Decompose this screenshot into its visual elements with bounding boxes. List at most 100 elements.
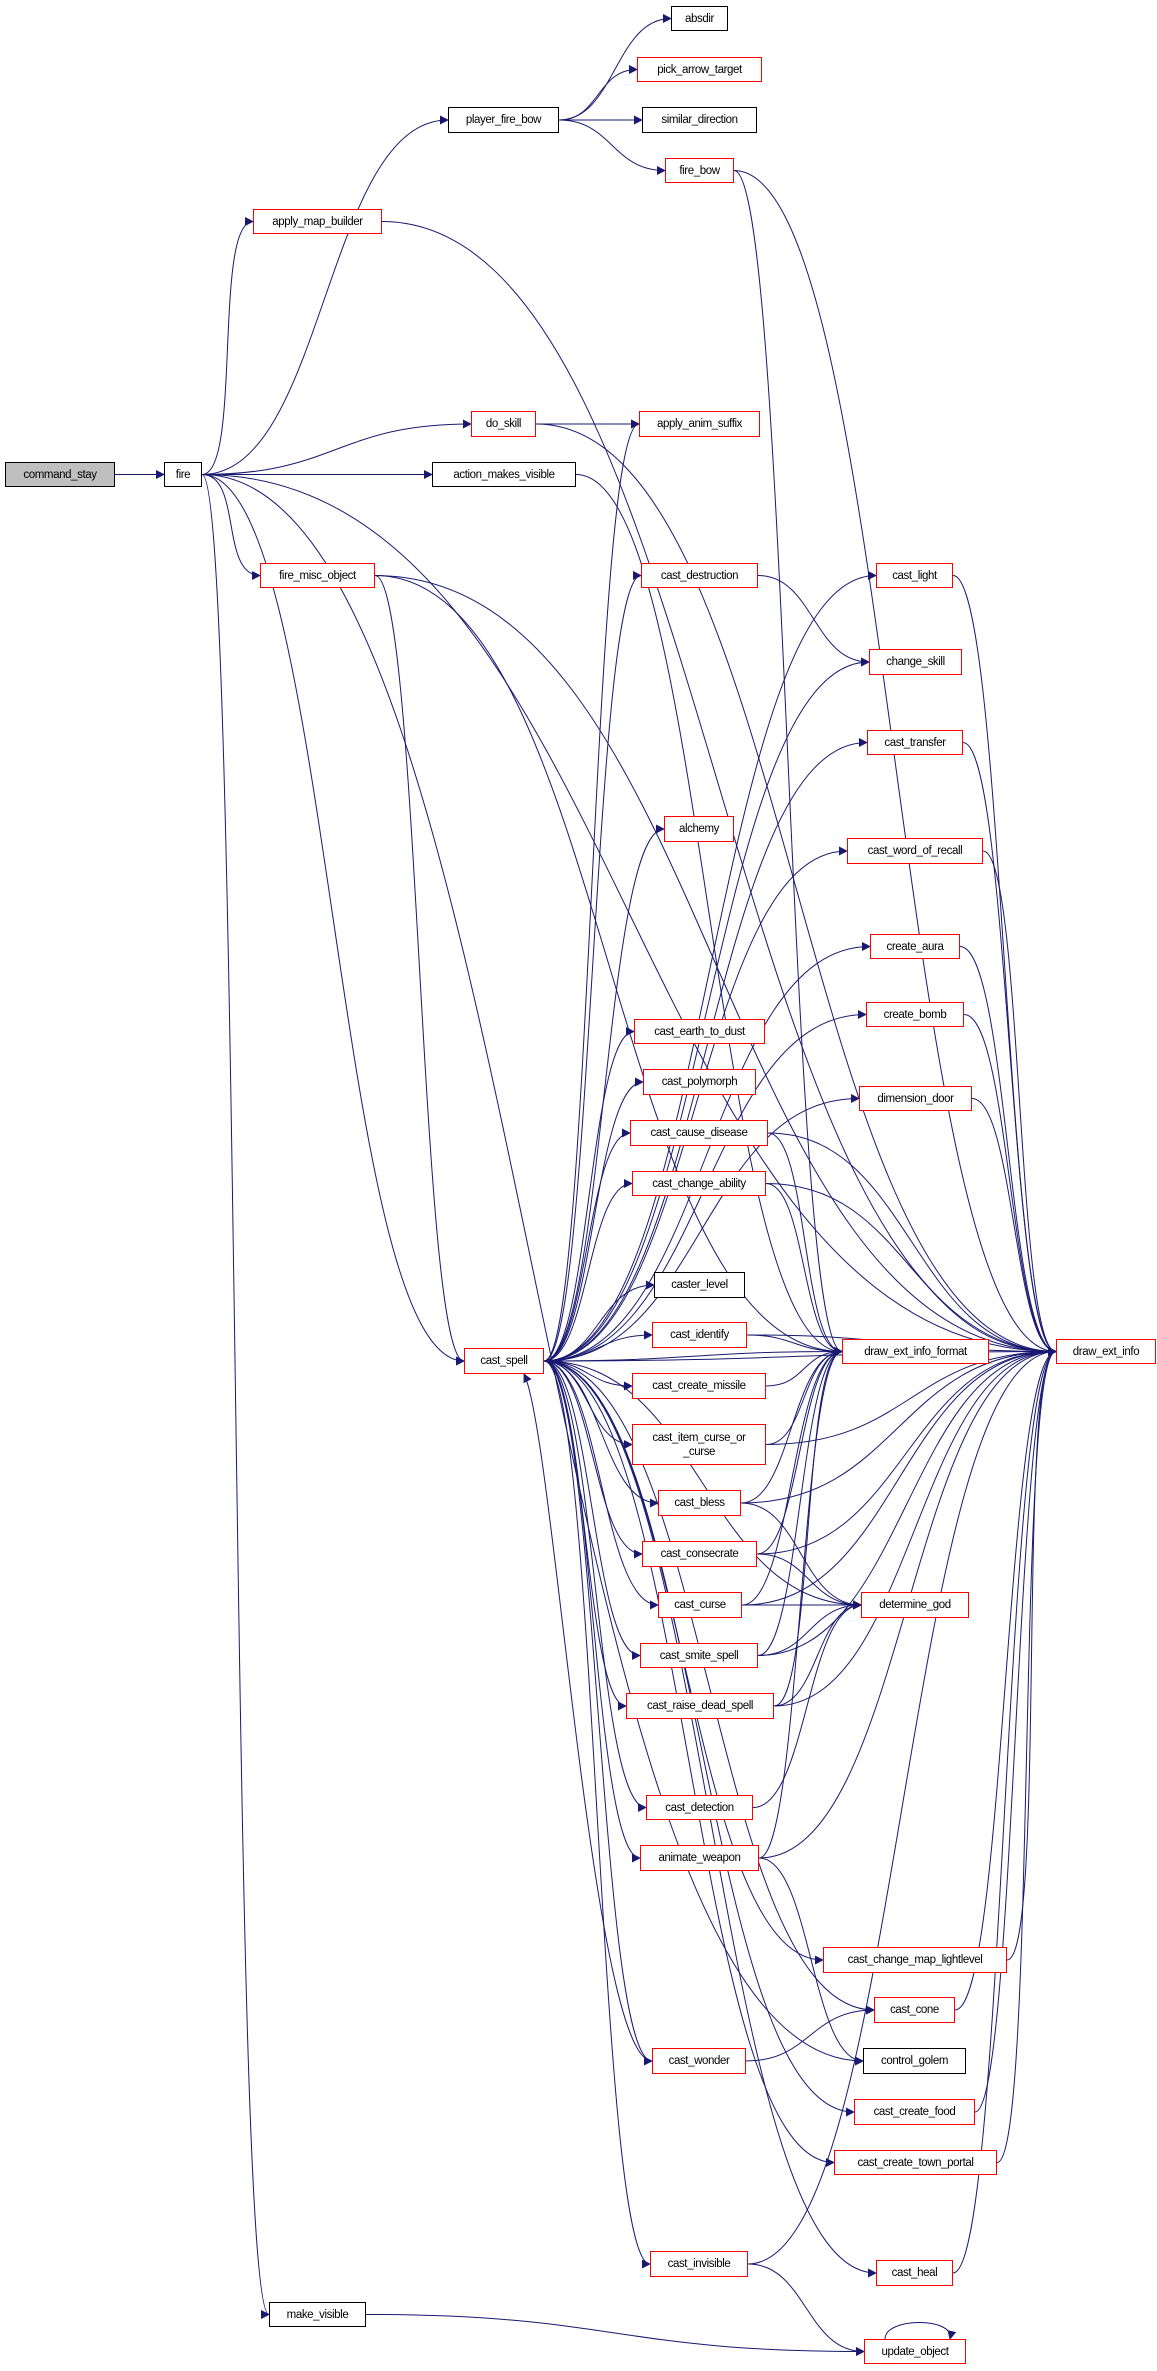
node-control-golem[interactable]: control_golem (863, 2048, 966, 2074)
node-cast-curse[interactable]: cast_curse (658, 1592, 742, 1618)
node-pick-arrow-target[interactable]: pick_arrow_target (637, 57, 762, 82)
node-caster-level[interactable]: caster_level (654, 1272, 745, 1298)
node-label: absdir (685, 12, 714, 25)
edge-cast_consecrate-to-draw_ext_info (756, 1347, 1057, 1555)
edge-cast_word_of_recall-to-draw_ext_info (982, 850, 1057, 1356)
node-label: fire_misc_object (279, 569, 356, 582)
node-apply-map-builder[interactable]: apply_map_builder (253, 209, 382, 234)
node-update-object[interactable]: update_object (864, 2339, 966, 2364)
node-label: apply_anim_suffix (656, 418, 743, 430)
node-cast-create-missile[interactable]: cast_create_missile (632, 1373, 766, 1399)
node-dimension-door[interactable]: dimension_door (859, 1086, 972, 1111)
node-cast-cause-disease[interactable]: cast_cause_disease (630, 1120, 768, 1146)
edge-cast_spell-to-caster_level (543, 1280, 655, 1362)
node-cast-light[interactable]: cast_light (876, 563, 953, 588)
node-cast-wonder[interactable]: cast_wonder (652, 2048, 746, 2074)
node-change-skill[interactable]: change_skill (869, 649, 962, 675)
edge-fire-to-do_skill (201, 419, 472, 475)
node-label: cast_invisible (667, 2258, 731, 2270)
edge-cast_bless-to-determine_god (740, 1502, 862, 1610)
edge-cast_raise_dead_spell-to-determine_god (773, 1600, 862, 1707)
node-player-fire-bow[interactable]: player_fire_bow (448, 107, 559, 133)
node-cast-transfer[interactable]: cast_transfer (867, 730, 963, 755)
node-fire-misc-object[interactable]: fire_misc_object (260, 563, 375, 588)
node-determine-god[interactable]: determine_god (861, 1592, 969, 1618)
node-cast-change-ability[interactable]: cast_change_ability (632, 1171, 766, 1196)
node-make-visible[interactable]: make_visible (269, 2302, 366, 2327)
edge-cast_raise_dead_spell-to-draw_ext_info (773, 1347, 1057, 1707)
node-cast-cone[interactable]: cast_cone (874, 1997, 955, 2023)
node-label: cast_identify (670, 1329, 729, 1341)
node-label: cast_smite_spell (659, 1649, 739, 1662)
node-cast-spell[interactable]: cast_spell (464, 1348, 544, 1374)
node-cast-smite-spell[interactable]: cast_smite_spell (640, 1643, 758, 1668)
edge-fire_misc_object-to-draw_ext_info (374, 575, 1057, 1356)
node-fire[interactable]: fire (164, 462, 202, 487)
edge-cast_spell-to-cast_smite_spell (543, 1360, 641, 1660)
node-cast-identify[interactable]: cast_identify (652, 1322, 747, 1348)
node-cast-item-curse-or-curse[interactable]: cast_item_curse_or_curse (632, 1424, 766, 1465)
node-apply-anim-suffix[interactable]: apply_anim_suffix (639, 411, 760, 437)
node-label: player_fire_bow (465, 114, 542, 126)
node-label-line2: _curse (682, 1445, 716, 1458)
node-label: create_bomb (883, 1008, 947, 1021)
node-cast-invisible[interactable]: cast_invisible (650, 2251, 748, 2277)
edge-cast_detection-to-determine_god (752, 1600, 862, 1808)
node-similar-direction[interactable]: similar_direction (642, 107, 757, 133)
edge-cast_curse-to-draw_ext_info (741, 1347, 1057, 1606)
node-label: cast_earth_to_dust (654, 1025, 745, 1038)
node-label: cast_change_map_lightlevel (847, 1954, 983, 1966)
edge-cast_spell-to-cast_word_of_recall (543, 846, 848, 1362)
node-alchemy[interactable]: alchemy (664, 816, 734, 842)
node-label: cast_polymorph (661, 1076, 738, 1088)
node-label: change_skill (886, 656, 945, 668)
edge-make_visible-to-update_object (365, 2314, 865, 2356)
node-cast-polymorph[interactable]: cast_polymorph (643, 1069, 756, 1095)
node-cast-word-of-recall[interactable]: cast_word_of_recall (847, 838, 983, 864)
edge-cast_smite_spell-to-determine_god (757, 1600, 862, 1656)
node-label: cast_spell (480, 1355, 528, 1367)
edge-fire-to-cast_spell (201, 474, 465, 1366)
node-label: alchemy (678, 823, 720, 835)
node-label: cast_word_of_recall (867, 845, 963, 857)
node-cast-raise-dead-spell[interactable]: cast_raise_dead_spell (626, 1693, 774, 1719)
node-cast-heal[interactable]: cast_heal (876, 2260, 953, 2286)
node-create-bomb[interactable]: create_bomb (866, 1002, 964, 1027)
edge-cast_consecrate-to-determine_god (756, 1553, 862, 1610)
node-draw-ext-info-format[interactable]: draw_ext_info_format (842, 1339, 989, 1364)
node-cast-consecrate[interactable]: cast_consecrate (642, 1541, 757, 1567)
node-animate-weapon[interactable]: animate_weapon (640, 1845, 759, 1871)
node-cast-destruction[interactable]: cast_destruction (641, 563, 758, 588)
edge-cast_spell-to-change_skill (543, 657, 870, 1362)
node-draw-ext-info[interactable]: draw_ext_info (1056, 1339, 1156, 1364)
node-cast-bless[interactable]: cast_bless (658, 1490, 741, 1516)
node-label: cast_raise_dead_spell (646, 1700, 754, 1712)
node-absdir[interactable]: absdir (671, 6, 728, 31)
node-fire-bow[interactable]: fire_bow (665, 158, 734, 183)
node-do-skill[interactable]: do_skill (471, 411, 536, 437)
node-cast-create-town-portal[interactable]: cast_create_town_portal (834, 2150, 997, 2175)
node-cast-earth-to-dust[interactable]: cast_earth_to_dust (634, 1019, 765, 1044)
edge-cast_spell-to-animate_weapon (543, 1360, 641, 1863)
edge-cast_change_ability-to-draw_ext_info_format (765, 1183, 843, 1356)
node-cast-detection[interactable]: cast_detection (646, 1795, 753, 1820)
node-label: fire_bow (679, 164, 720, 177)
edge-cast_create_town_portal-to-draw_ext_info (996, 1347, 1057, 2163)
edge-fire_bow-to-draw_ext_info (733, 170, 1057, 1356)
edge-cast_smite_spell-to-draw_ext_info (757, 1347, 1057, 1656)
edge-cast_spell-to-cast_change_ability (543, 1179, 633, 1362)
edge-cast_spell-to-cast_curse (543, 1360, 659, 1610)
node-label: do_skill (485, 418, 522, 430)
node-label: caster_level (671, 1279, 728, 1291)
node-create-aura[interactable]: create_aura (870, 934, 960, 959)
node-cast-create-food[interactable]: cast_create_food (854, 2099, 975, 2125)
edge-cast_spell-to-apply_anim_suffix (543, 419, 640, 1362)
edge-do_skill-to-draw_ext_info (535, 423, 1057, 1356)
edge-cast_cause_disease-to-draw_ext_info_format (767, 1132, 843, 1356)
node-label: cast_create_food (873, 2106, 956, 2118)
node-cast-change-map-lightlevel[interactable]: cast_change_map_lightlevel (823, 1947, 1007, 1973)
edge-cast_invisible-to-draw_ext_info (747, 1347, 1057, 2265)
node-action-makes-visible[interactable]: action_makes_visible (432, 462, 576, 487)
edge-cast_item_curse_or_curse-to-draw_ext_info (765, 1347, 1057, 1445)
